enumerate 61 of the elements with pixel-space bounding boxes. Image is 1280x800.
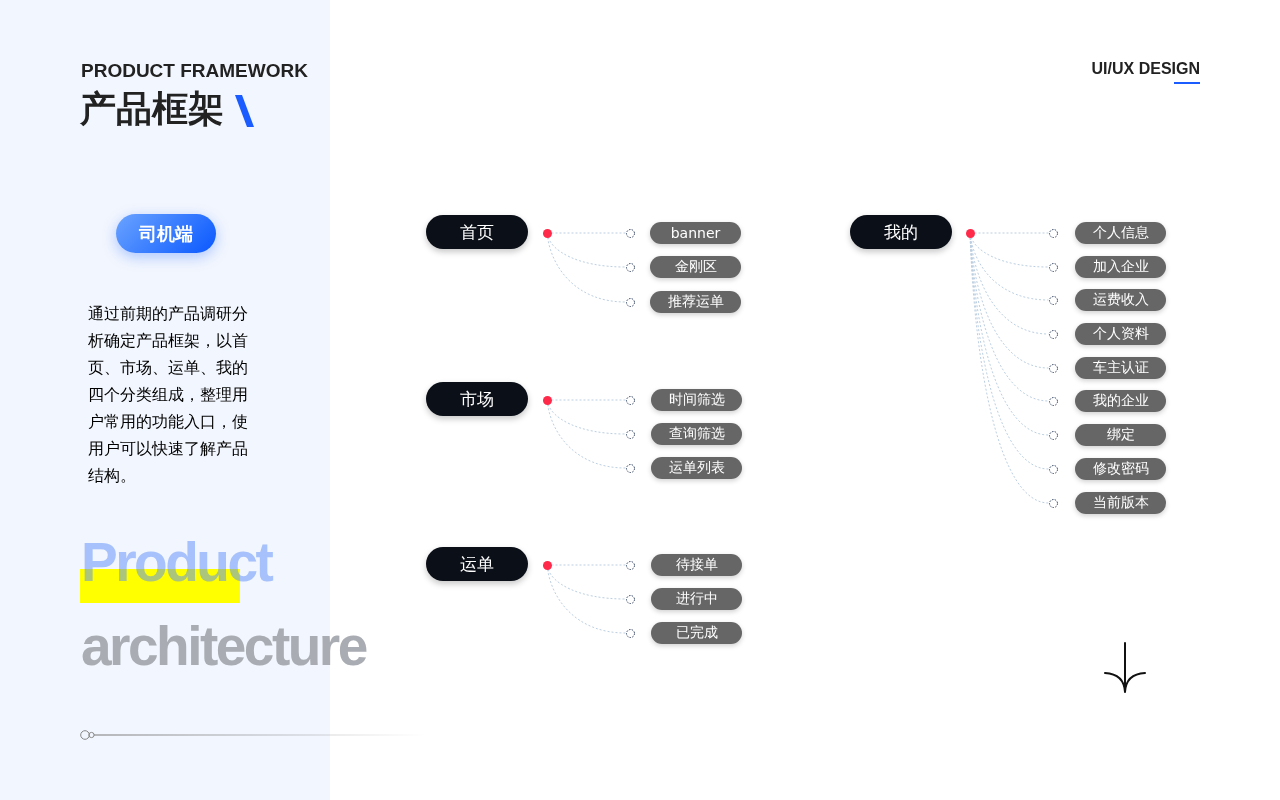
ring-marker [625,594,635,604]
feature-pill: 车主认证 [1075,357,1166,379]
connector-line [547,236,626,303]
connector-line [974,232,1049,234]
ring-marker [625,297,635,307]
feature-pill: 进行中 [651,588,742,610]
ring-marker [1048,396,1058,406]
ring-marker [625,628,635,638]
heading-text: PRODUCT FRAMEWORK [81,59,308,83]
feature-pill: 加入企业 [1075,256,1166,278]
role-pill: 司机端 [116,214,216,253]
dot-marker [542,395,552,405]
connector-line [551,232,626,234]
connector-line [547,403,626,435]
ring-marker [625,262,635,272]
ring-marker [1048,498,1058,508]
category-pill: 运单 [426,547,528,581]
ring-marker [1048,363,1058,373]
connector-line [551,564,626,566]
feature-pill: 查询筛选 [651,423,742,445]
feature-pill: 当前版本 [1075,492,1166,514]
ring-marker [625,395,635,405]
dot-marker [542,560,552,570]
ring-marker [1048,464,1058,474]
ring-marker [625,228,635,238]
ring-marker [1048,329,1058,339]
feature-pill: 推荐运单 [650,291,741,313]
dot-marker [965,228,975,238]
category-pill: 首页 [426,215,528,249]
description-text: 通过前期的产品调研分析确定产品框架，以首页、市场、运单、我的四个分类组成，整理用户常用的功能入口，使用户可以快速了解产品结构。 [88,304,249,486]
category-pill: 我的 [850,215,952,249]
ring-marker [625,463,635,473]
feature-pill: 已完成 [651,622,742,644]
display-text: architecture [81,616,368,676]
ring-marker [1048,430,1058,440]
feature-pill: 个人资料 [1075,323,1166,345]
feature-pill: 修改密码 [1075,458,1166,480]
connector-line [547,568,626,600]
feature-pill: 金刚区 [650,256,741,278]
ring-marker [1048,295,1058,305]
feature-pill: 个人信息 [1075,222,1166,244]
feature-pill: banner [650,222,741,244]
title: 产品框架 [80,88,224,130]
ring-marker [1048,228,1058,238]
connector-line [547,236,626,268]
feature-pill: 时间筛选 [651,389,742,411]
dot-marker [542,228,552,238]
ring-marker [1048,262,1058,272]
feature-pill: 运费收入 [1075,289,1166,311]
feature-pill: 绑定 [1075,424,1166,446]
feature-pill: 待接单 [651,554,742,576]
corner-text: UI/UX DESIGN [1091,59,1200,79]
connector-line [547,568,626,634]
category-pill: 市场 [426,382,528,416]
ring-marker [625,560,635,570]
connector-line [547,403,626,469]
ring-marker [625,429,635,439]
feature-pill: 运单列表 [651,457,742,479]
connector-line [970,236,1049,268]
feature-pill: 我的企业 [1075,390,1166,412]
connector-line [551,399,626,401]
